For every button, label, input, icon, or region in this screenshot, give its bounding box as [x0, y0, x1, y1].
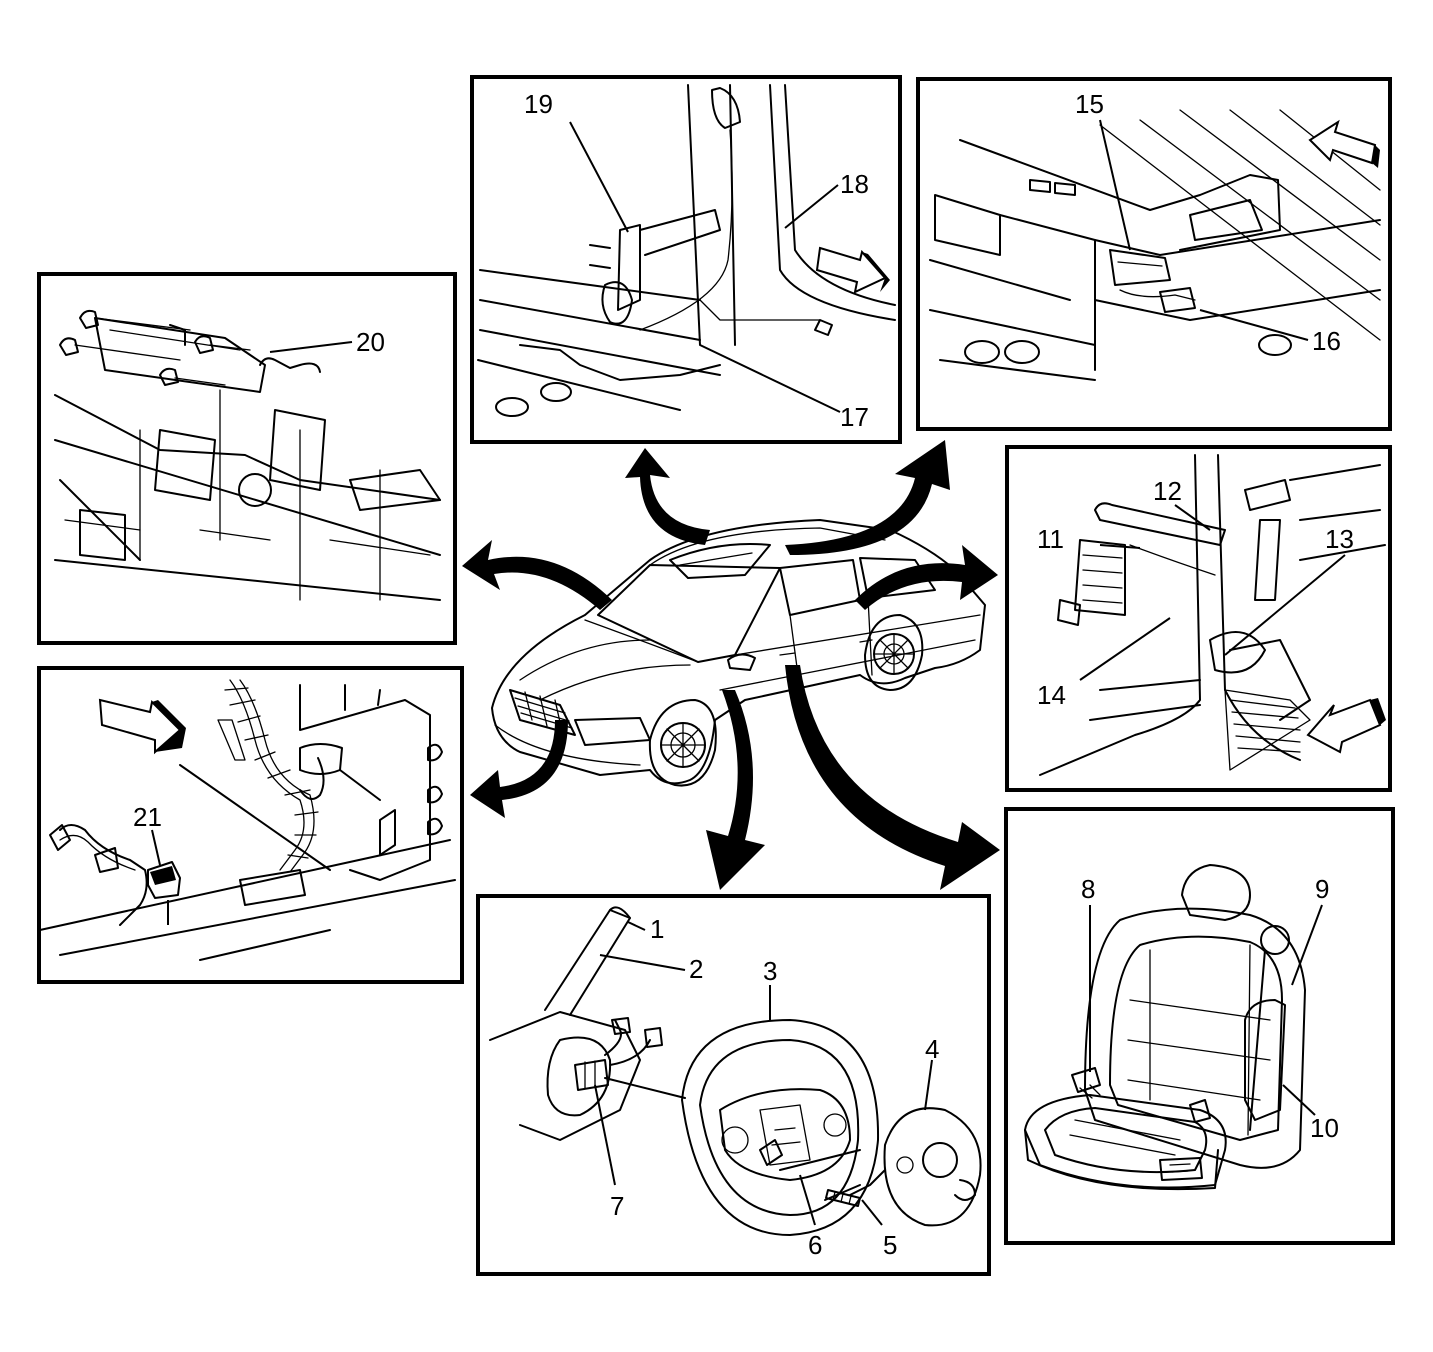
callout-15: 15 — [1075, 89, 1104, 119]
callout-arrow-icon — [470, 720, 568, 818]
panel-side-impact-module: 12 11 13 14 — [1005, 445, 1392, 792]
panel-front-sensor-harness: 21 — [37, 666, 464, 984]
callout-arrows — [462, 440, 1000, 890]
callout-8: 8 — [1081, 874, 1095, 904]
callout-17: 17 — [840, 402, 869, 432]
vehicle-illustration — [491, 519, 986, 787]
callout-13: 13 — [1325, 524, 1354, 554]
callout-20: 20 — [356, 327, 385, 357]
callout-9: 9 — [1315, 874, 1329, 904]
callout-5: 5 — [883, 1230, 897, 1260]
callout-6: 6 — [808, 1230, 822, 1260]
panel-sensing-diagnostic-module: 15 16 — [916, 77, 1392, 431]
panel-seat-side-airbag: 8 9 10 — [1004, 807, 1395, 1245]
panel-front-end-sensor: 20 — [37, 272, 457, 645]
callout-19: 19 — [524, 89, 553, 119]
callout-10: 10 — [1310, 1113, 1339, 1143]
direction-arrow-icon — [815, 246, 887, 294]
callout-arrow-icon — [625, 448, 710, 545]
callout-18: 18 — [840, 169, 869, 199]
callout-arrow-icon — [785, 665, 1000, 890]
callout-arrow-icon — [706, 690, 765, 890]
callout-arrow-icon — [462, 540, 612, 610]
callout-3: 3 — [763, 956, 777, 986]
callout-4: 4 — [925, 1034, 939, 1064]
callout-1: 1 — [650, 914, 664, 944]
callout-14: 14 — [1037, 680, 1066, 710]
direction-arrow-icon — [1306, 698, 1382, 754]
callout-2: 2 — [689, 954, 703, 984]
callout-11: 11 — [1037, 524, 1064, 554]
panel-left-pillar-sensor: 19 18 17 — [470, 75, 902, 444]
callout-16: 16 — [1312, 326, 1341, 356]
callout-12: 12 — [1153, 476, 1182, 506]
direction-arrow-icon — [1308, 119, 1377, 165]
callout-arrow-icon — [785, 440, 950, 555]
callout-7: 7 — [610, 1191, 624, 1221]
panel-steering-wheel-module: 1 2 3 4 5 6 7 — [476, 894, 991, 1276]
callout-arrow-icon — [855, 545, 998, 610]
callout-21: 21 — [133, 802, 162, 832]
